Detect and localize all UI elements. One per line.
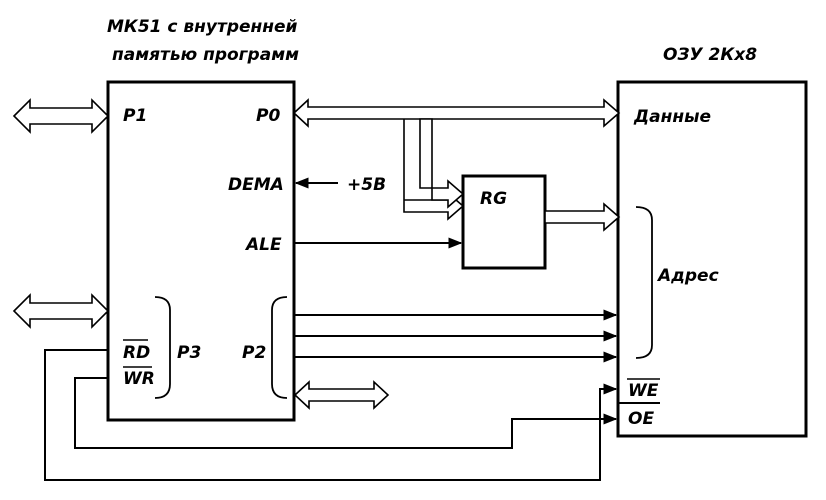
rg-to-address-arrow xyxy=(544,202,621,232)
data-bus-arrow xyxy=(292,98,621,128)
register-label: RG xyxy=(480,189,507,209)
p1-bus-arrow xyxy=(12,98,110,134)
p3-brace xyxy=(154,296,171,399)
pin-rd-label: RD xyxy=(123,343,150,363)
pin-p0-label: P0 xyxy=(256,106,280,126)
ram-block xyxy=(616,80,808,438)
p3-bus-arrow xyxy=(12,293,110,329)
p2-bus-arrow xyxy=(293,380,390,410)
address-brace xyxy=(635,206,653,359)
supply-label: +5В xyxy=(347,175,386,195)
port-p2-label: P2 xyxy=(242,343,266,363)
pin-ale-label: ALE xyxy=(244,235,282,255)
mcu-title-line2: памятью программ xyxy=(112,45,299,65)
p2-brace xyxy=(271,296,288,399)
ram-we-label: WE xyxy=(628,381,659,401)
rd-to-we-wire xyxy=(44,349,618,481)
ram-oe-label: OE xyxy=(628,409,654,429)
ram-title: ОЗУ 2Кх8 xyxy=(663,45,757,65)
wr-to-oe-wire xyxy=(74,377,618,449)
p0-to-rg-left-arrow xyxy=(403,119,465,221)
mcu-title-line1: МК51 с внутренней xyxy=(107,17,298,37)
pin-dema-label: DEMA xyxy=(228,175,284,195)
mcu-block xyxy=(106,80,296,422)
pin-p1-label: P1 xyxy=(123,106,147,126)
pin-wr-label: WR xyxy=(123,369,155,389)
p0-to-rg-arrow xyxy=(419,118,465,209)
port-p3-label: P3 xyxy=(177,343,201,363)
ram-address-label: Адрес xyxy=(656,266,719,286)
ram-data-label: Данные xyxy=(633,107,711,127)
